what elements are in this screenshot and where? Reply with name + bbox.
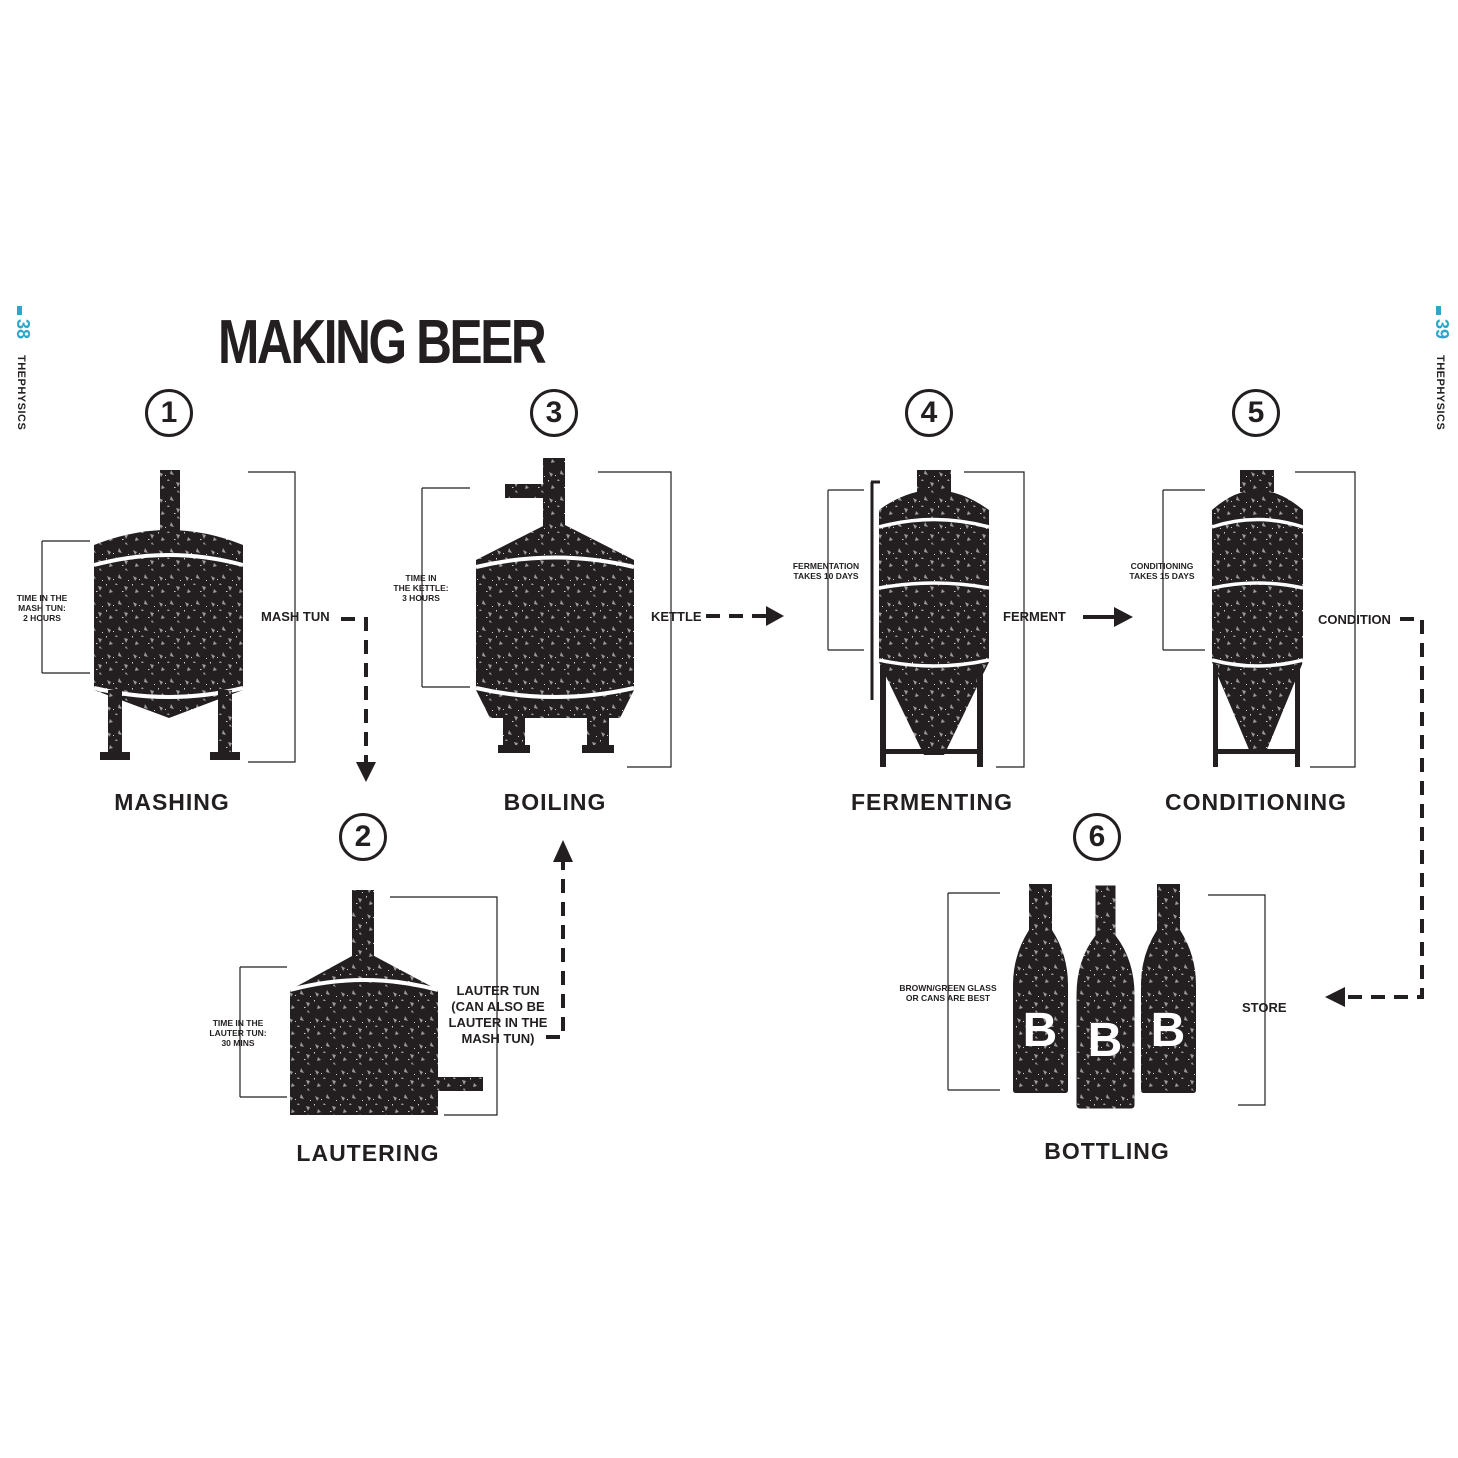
- conditioning-time-note: CONDITIONING TAKES 15 DAYS: [1122, 561, 1202, 581]
- left-running-title: THEPHYSICS: [15, 355, 27, 431]
- right-accent-bar: [1436, 306, 1441, 315]
- right-page-number: 39: [1432, 319, 1452, 340]
- note-line: THE KETTLE:: [393, 583, 449, 594]
- note-line: 30 MINS: [221, 1038, 255, 1049]
- fermenter-illustration: [870, 470, 990, 767]
- lauter-tun-label-line: (CAN ALSO BE: [451, 998, 545, 1014]
- step-lautering-label: LAUTERING: [296, 1140, 440, 1166]
- flow-arrow-boiling-to-fermenting: [706, 606, 784, 626]
- note-line: TIME IN THE: [212, 1018, 264, 1028]
- note-line: TAKES 10 DAYS: [793, 571, 859, 582]
- store-label: STORE: [1242, 1000, 1287, 1015]
- left-accent-bar: [17, 306, 22, 315]
- note-line: 2 HOURS: [23, 613, 61, 624]
- kettle-label: KETTLE: [651, 609, 702, 624]
- mash-tun-label: MASH TUN: [261, 609, 330, 624]
- lauter-tun-illustration: [289, 890, 483, 1115]
- step-fermenting-label: FERMENTING: [850, 789, 1014, 815]
- boiling-time-note: TIME IN THE KETTLE: 3 HOURS: [385, 573, 457, 604]
- step-5-number: 5: [1232, 389, 1280, 437]
- fermenting-time-note: FERMENTATION TAKES 10 DAYS: [786, 561, 866, 581]
- flow-arrow-mashing-to-lautering: [341, 617, 376, 782]
- mashing-time-note: TIME IN THE MASH TUN: 2 HOURS: [6, 593, 78, 624]
- lauter-tun-label: LAUTER TUN (CAN ALSO BE LAUTER IN THE MA…: [442, 983, 554, 1046]
- ferment-label: FERMENT: [1003, 609, 1066, 624]
- note-line: LAUTER TUN:: [209, 1028, 267, 1039]
- note-line: 3 HOURS: [402, 593, 440, 604]
- flow-arrow-lautering-to-boiling: [546, 840, 573, 1039]
- left-page-number: 38: [13, 319, 33, 340]
- note-line: MASH TUN:: [18, 603, 66, 614]
- mash-tun-illustration: [93, 470, 244, 760]
- note-line: FERMENTATION: [792, 561, 860, 571]
- step-bottling-label: BOTTLING: [1044, 1138, 1170, 1164]
- bottling-note: BROWN/GREEN GLASS OR CANS ARE BEST: [893, 983, 1003, 1003]
- bottles-illustration: [1013, 882, 1196, 1112]
- page-title: MAKING BEER: [218, 308, 547, 377]
- note-line: TAKES 15 DAYS: [1129, 571, 1195, 582]
- note-line: TIME IN: [405, 573, 437, 583]
- note-line: CONDITIONING: [1130, 561, 1194, 571]
- bottle-letter: B: [1087, 1014, 1123, 1067]
- step-boiling-label: BOILING: [503, 789, 607, 815]
- note-line: BROWN/GREEN GLASS: [899, 983, 997, 993]
- conditioning-tank-illustration: [1211, 470, 1304, 767]
- flow-arrow-conditioning-to-bottling: [1325, 617, 1424, 1007]
- step-2-number: 2: [339, 813, 387, 861]
- bottle-letter: B: [1022, 1004, 1058, 1057]
- step-6-number: 6: [1073, 813, 1121, 861]
- note-line: TIME IN THE: [16, 593, 68, 603]
- step-conditioning-label: CONDITIONING: [1165, 789, 1347, 815]
- lauter-tun-label-line: LAUTER TUN: [456, 983, 540, 998]
- right-running-title: THEPHYSICS: [1434, 355, 1446, 431]
- note-line: OR CANS ARE BEST: [905, 993, 991, 1004]
- step-4-number: 4: [905, 389, 953, 437]
- lauter-tun-label-line: LAUTER IN THE: [448, 1014, 548, 1030]
- bottle-letter: B: [1150, 1004, 1186, 1057]
- kettle-illustration: [475, 458, 635, 753]
- lautering-time-note: TIME IN THE LAUTER TUN: 30 MINS: [202, 1018, 274, 1049]
- lauter-tun-label-line: MASH TUN): [461, 1030, 535, 1046]
- step-3-number: 3: [530, 389, 578, 437]
- step-1-number: 1: [145, 389, 193, 437]
- flow-arrow-fermenting-to-conditioning: [1083, 607, 1133, 627]
- step-mashing-label: MASHING: [114, 789, 230, 815]
- condition-label: CONDITION: [1318, 612, 1391, 627]
